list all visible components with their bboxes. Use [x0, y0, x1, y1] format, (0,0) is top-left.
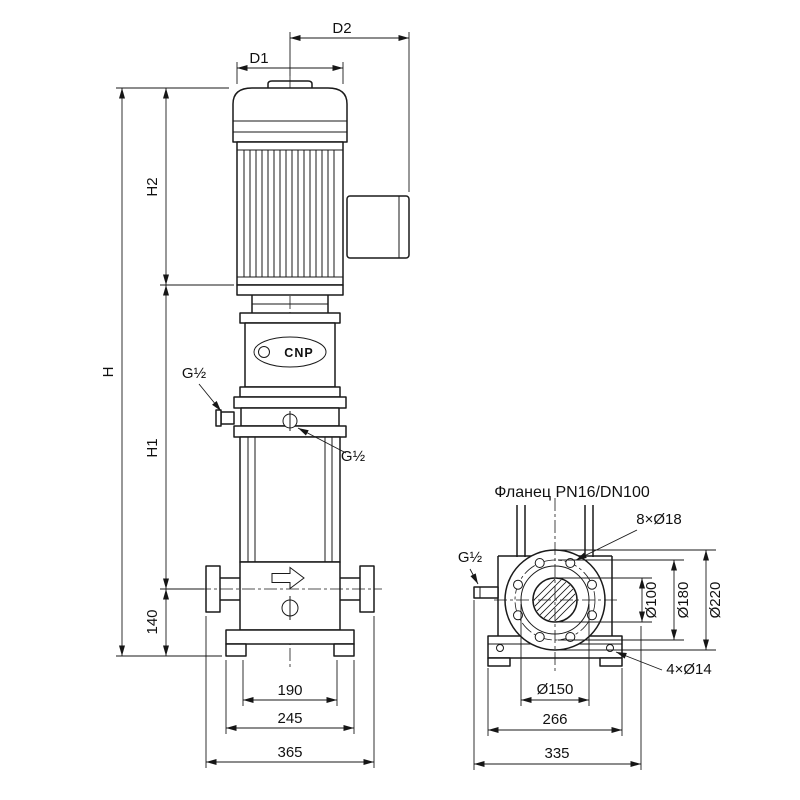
- bolt-hole: [587, 610, 597, 621]
- head-body: [244, 322, 336, 388]
- base-pad-right: [599, 657, 623, 667]
- left-port-cap: [215, 409, 222, 427]
- base-foot-left: [225, 643, 247, 657]
- column-inner-lines: [247, 437, 333, 562]
- leader-side-port: [469, 568, 479, 585]
- flange-dimensions: Ø100 Ø180 Ø220 Ø150 266 335 8×Ø18: [458, 511, 724, 770]
- motor-flange: [236, 284, 344, 296]
- motor-body: [236, 141, 344, 286]
- dim-label-face: Ø150: [537, 681, 574, 698]
- port-section: [215, 396, 347, 438]
- base-plate: [225, 629, 355, 645]
- logo-icon: [258, 346, 270, 358]
- base-pad-left: [487, 657, 511, 667]
- leader-base-holes: [615, 651, 663, 671]
- terminal-box: [346, 195, 410, 259]
- dim-label-d1: D1: [249, 50, 268, 67]
- dim-label-365: 365: [277, 744, 302, 761]
- dim-label-335: 335: [544, 745, 569, 762]
- dim-label-outer: Ø220: [707, 582, 724, 619]
- port-label-left: G½: [182, 365, 207, 382]
- port-top-plate: [233, 396, 347, 409]
- bolt-hole: [565, 558, 576, 568]
- dim-label-245: 245: [277, 710, 302, 727]
- side-port: [473, 586, 499, 599]
- head-top-flange: [239, 312, 341, 324]
- flange-view: Фланец PN16/DN100: [458, 484, 724, 770]
- bolt-hole: [587, 579, 597, 590]
- dim-label-d2: D2: [332, 20, 351, 37]
- bolt-hole: [513, 579, 523, 590]
- pump-base-section: [198, 561, 382, 657]
- bolt-hole: [534, 632, 545, 642]
- dim-label-h1: H1: [144, 438, 161, 457]
- column-shell: [239, 436, 341, 563]
- pump-dimensions: D1 D2 H H2 H1 140 190: [100, 20, 410, 768]
- motor: [232, 80, 410, 313]
- flange-face: [494, 498, 618, 672]
- callout-base-holes: 4×Ø14: [666, 661, 711, 678]
- fan-cover: [232, 87, 348, 143]
- stage-column: [239, 436, 341, 563]
- left-threaded-port: [220, 411, 235, 425]
- callout-side-port: G½: [458, 549, 483, 566]
- motor-fins: [243, 150, 335, 277]
- dim-label-h: H: [100, 367, 117, 378]
- dim-label-190: 190: [277, 682, 302, 699]
- dim-label-bolt-circle: Ø180: [675, 582, 692, 619]
- logo-text: CNP: [284, 346, 313, 360]
- leader-port-left: [198, 383, 222, 412]
- pump-head: CNP: [239, 312, 341, 398]
- dim-label-bore: Ø100: [643, 582, 660, 619]
- base-hole: [496, 644, 504, 652]
- base-foot-right: [333, 643, 355, 657]
- pump-front-view: CNP: [100, 20, 410, 768]
- flange-view-title: Фланец PN16/DN100: [494, 484, 650, 501]
- dim-label-140: 140: [144, 609, 161, 634]
- logo-badge: [253, 336, 327, 368]
- bolt-hole: [565, 632, 576, 642]
- port-label-right: G½: [341, 448, 366, 465]
- bolt-hole: [513, 610, 523, 621]
- column-lines: [516, 505, 594, 557]
- leader-bolt-holes: [575, 529, 638, 561]
- flow-arrow-icon: [271, 566, 305, 590]
- fan-cover-hub: [267, 80, 313, 88]
- bolt-hole: [534, 558, 545, 568]
- dim-label-h2: H2: [144, 177, 161, 196]
- callout-bolt-holes: 8×Ø18: [636, 511, 681, 528]
- dim-label-266: 266: [542, 711, 567, 728]
- head-bottom-flange: [239, 386, 341, 398]
- leader-port-right: [297, 427, 347, 454]
